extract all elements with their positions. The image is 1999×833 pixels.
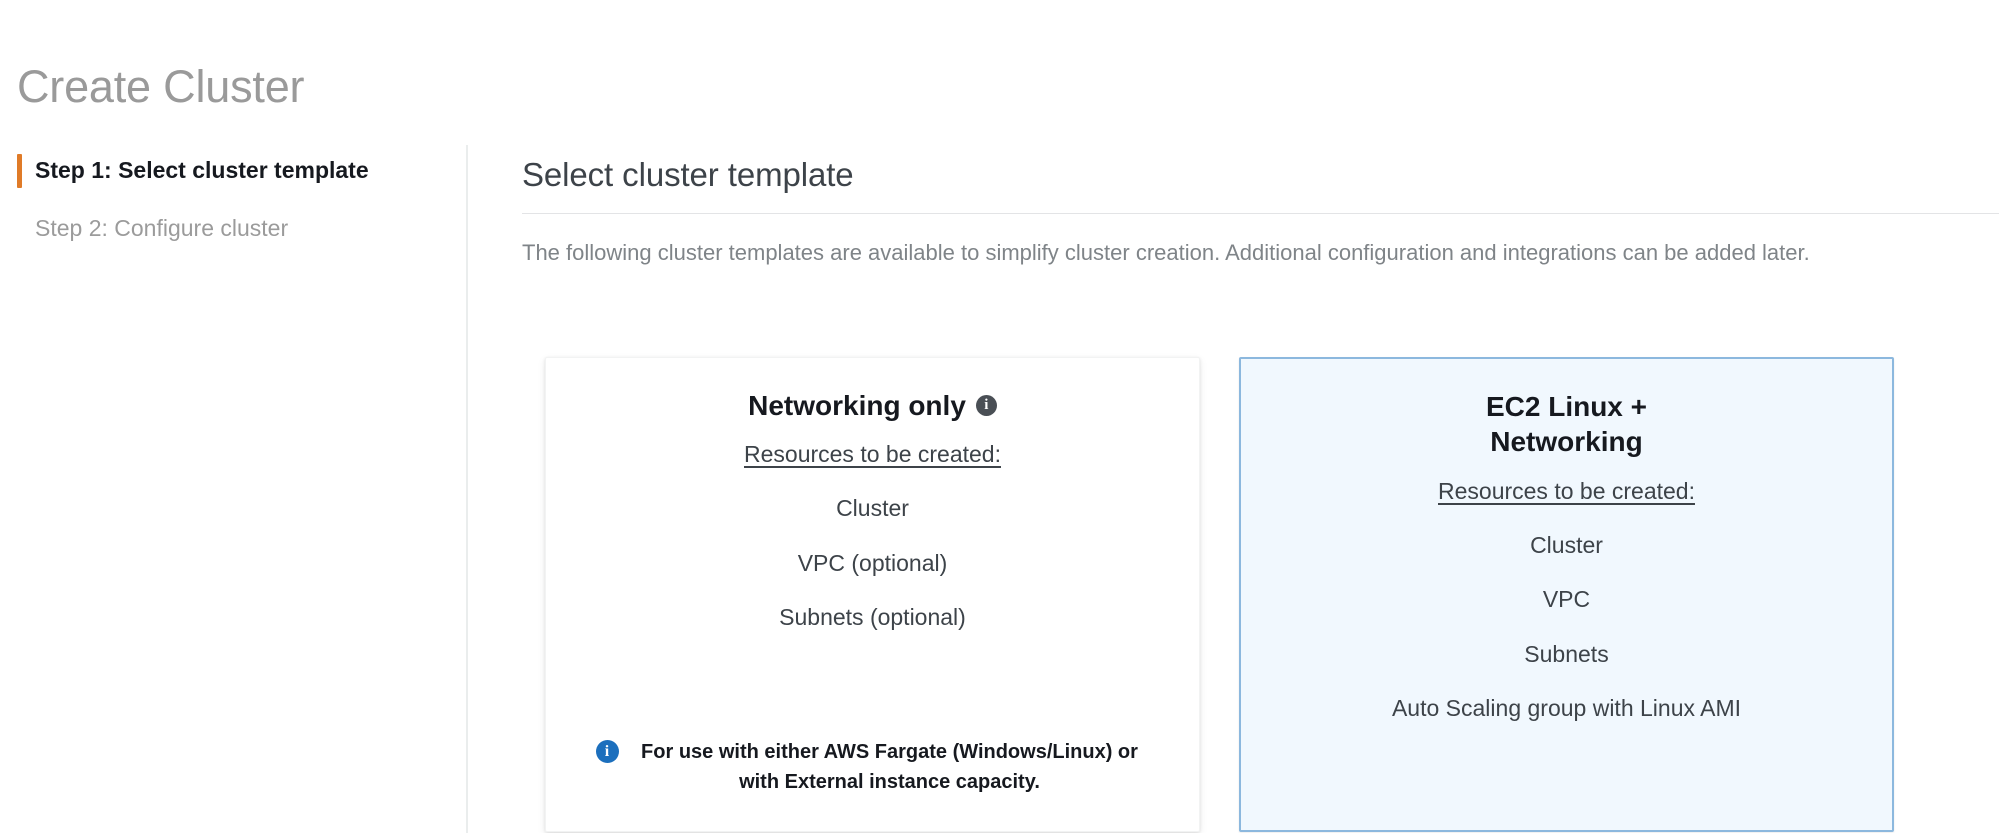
sidebar-step-1-select-cluster-template[interactable]: Step 1: Select cluster template <box>0 152 466 188</box>
resource-list: Cluster VPC Subnets Auto Scaling group w… <box>1263 505 1870 723</box>
wizard-steps-sidebar: Step 1: Select cluster template Step 2: … <box>0 145 468 833</box>
section-heading: Select cluster template <box>522 156 854 193</box>
template-card-footnote-text: For use with either AWS Fargate (Windows… <box>641 741 1138 793</box>
cluster-template-card-ec2-linux-networking[interactable]: EC2 Linux + Networking Resources to be c… <box>1239 357 1894 832</box>
list-item: Auto Scaling group with Linux AMI <box>1391 695 1742 722</box>
list-item: VPC (optional) <box>797 549 948 576</box>
info-icon[interactable]: i <box>975 395 997 417</box>
template-card-footnote: i For use with either AWS Fargate (Windo… <box>568 737 1177 797</box>
list-item: VPC <box>1542 586 1591 613</box>
resources-to-be-created-heading: Resources to be created: <box>744 441 1001 468</box>
section-divider <box>522 213 1999 214</box>
page-title: Create Cluster <box>17 61 305 113</box>
list-item: Cluster <box>836 495 909 522</box>
template-card-title: Networking only i <box>568 388 1177 423</box>
template-card-title: EC2 Linux + Networking <box>1263 389 1870 460</box>
template-card-title-text: EC2 Linux + Networking <box>1485 391 1648 458</box>
cluster-template-card-list: Networking only i Resources to be create… <box>545 357 1894 832</box>
sidebar-step-1-label: Step 1: Select cluster template <box>35 156 369 183</box>
section-description: The following cluster templates are avai… <box>522 240 1810 265</box>
sidebar-step-2-configure-cluster[interactable]: Step 2: Configure cluster <box>0 213 466 243</box>
sidebar-step-2-label: Step 2: Configure cluster <box>35 214 289 241</box>
main-content: Select cluster template The following cl… <box>522 145 1999 833</box>
resource-list: Cluster VPC (optional) Subnets (optional… <box>568 468 1177 632</box>
cluster-template-card-networking-only[interactable]: Networking only i Resources to be create… <box>545 357 1200 832</box>
template-card-title-text: Networking only <box>748 390 966 421</box>
active-step-marker <box>17 154 22 188</box>
list-item: Cluster <box>1530 531 1603 558</box>
list-item: Subnets <box>1524 640 1609 667</box>
resources-to-be-created-heading: Resources to be created: <box>1438 477 1695 504</box>
info-icon-blue: i <box>595 740 619 763</box>
list-item: Subnets (optional) <box>779 604 966 631</box>
